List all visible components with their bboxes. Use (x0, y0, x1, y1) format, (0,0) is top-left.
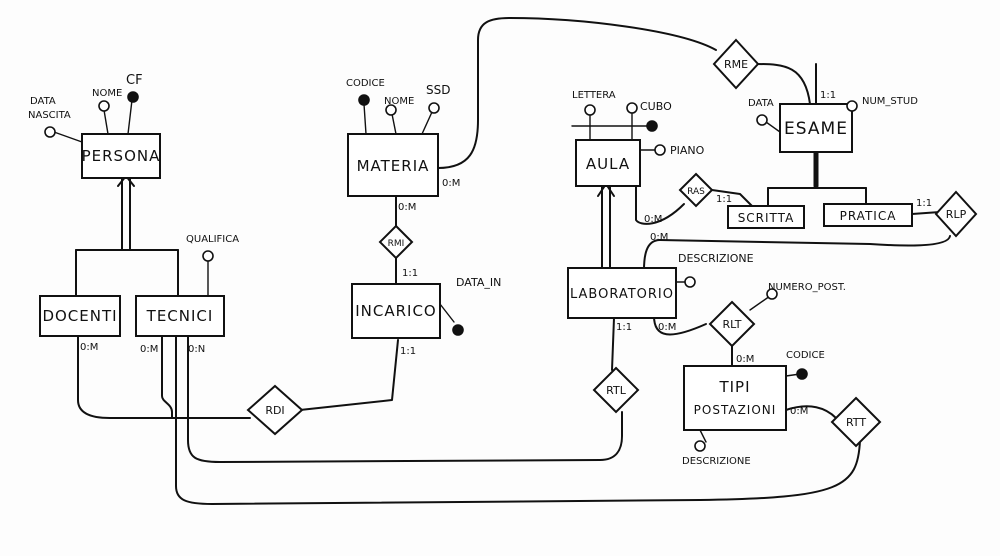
entity-label-scritta: SCRITTA (738, 211, 795, 225)
attribute-label-ssd: SSD (426, 83, 450, 97)
relationship-label-rme: RME (724, 58, 748, 71)
attribute-marker-lab-descrizione (684, 276, 696, 288)
cardinality-tipi-rlt: 0:M (736, 354, 754, 365)
attribute-label-lab-descrizione: DESCRIZIONE (678, 252, 754, 265)
attribute-marker-cubo-stem (626, 102, 638, 114)
attribute-marker-data-in (452, 324, 464, 336)
entity-label-incarico: INCARICO (355, 302, 437, 320)
cardinality-scritta-ras: 1:1 (716, 194, 732, 205)
relationship-rme: RME (712, 38, 760, 90)
relationship-rtl: RTL (592, 366, 640, 414)
attribute-label-materia-codice: CODICE (346, 78, 385, 89)
attribute-label-num-stud: NUM_STUD (862, 96, 918, 107)
attribute-marker-persona-nome (98, 100, 110, 112)
attribute-marker-esame-data (756, 114, 768, 126)
entity-docenti: DOCENTI (39, 295, 121, 337)
attribute-label-esame-data: DATA (748, 98, 774, 109)
attribute-marker-numero-post (766, 288, 778, 300)
entity-pratica: PRATICA (823, 203, 913, 227)
cardinality-labels: 0:M 0:M 0:N 0:M 0:M 1:1 1:1 1:1 0:M 1:1 … (80, 90, 932, 417)
entity-tecnici: TECNICI (135, 295, 225, 337)
entity-label-laboratorio: LABORATORIO (570, 287, 674, 302)
attribute-marker-piano (654, 144, 666, 156)
entity-persona: PERSONA (81, 133, 161, 179)
attribute-marker-materia-codice (358, 94, 370, 106)
cardinality-laboratorio-rtl: 1:1 (616, 322, 632, 333)
attribute-marker-lettera (584, 104, 596, 116)
attribute-marker-tipi-codice (796, 368, 808, 380)
attribute-label-cubo: CUBO (640, 100, 672, 113)
entity-label-docenti: DOCENTI (42, 307, 117, 325)
cardinality-docenti-rdi: 0:M (80, 342, 98, 353)
entity-laboratorio: LABORATORIO (567, 267, 677, 319)
attribute-marker-cf (127, 91, 139, 103)
relationship-label-rlt: RLT (723, 318, 742, 331)
entity-label-persona: PERSONA (82, 147, 161, 165)
entity-aula: AULA (575, 139, 641, 187)
entity-label-materia: MATERIA (357, 157, 430, 175)
entity-label-tipi: TIPI (718, 378, 750, 396)
cardinality-tipi-rtt: 0:M (790, 406, 808, 417)
entity-incarico: INCARICO (351, 283, 441, 339)
cardinality-materia-rme: 0:M (442, 178, 460, 189)
cardinality-tecnici-rtl: 0:N (188, 344, 205, 355)
attribute-label-data: DATA (30, 96, 56, 107)
relationship-ras: RAS (678, 172, 714, 208)
connection-lines (53, 17, 951, 505)
attribute-marker-cubo (646, 120, 658, 132)
relationship-label-rmi: RMI (388, 239, 405, 249)
relationship-rmi: RMI (378, 224, 414, 260)
attribute-marker-materia-nome (385, 104, 397, 116)
relationship-label-rtl: RTL (606, 384, 627, 397)
attribute-label-data-in: DATA_IN (456, 276, 501, 289)
attribute-label-numero-post: NUMERO_POST. (768, 282, 846, 293)
attribute-label-materia-nome: NOME (384, 96, 414, 107)
cardinality-esame-rme: 1:1 (820, 90, 836, 101)
entity-label-tecnici: TECNICI (146, 307, 214, 325)
relationship-rlt: RLT (708, 300, 756, 348)
relationship-rdi: RDI (246, 384, 304, 436)
cardinality-aula-ras: 0:M (644, 214, 662, 225)
relationship-label-rdi: RDI (265, 404, 284, 417)
attribute-marker-ssd (428, 102, 440, 114)
cardinality-materia-rmi: 0:M (398, 202, 416, 213)
entity-scritta: SCRITTA (727, 205, 805, 229)
attribute-markers (44, 91, 858, 452)
attribute-label-persona-nome: NOME (92, 88, 122, 99)
entity-label-postazioni: POSTAZIONI (694, 403, 777, 417)
cardinality-incarico-rmi: 1:1 (402, 268, 418, 279)
attribute-label-piano: PIANO (670, 144, 705, 157)
relationship-label-rlp: RLP (946, 208, 967, 221)
attribute-label-tipi-descrizione: DESCRIZIONE (682, 456, 751, 467)
attribute-marker-data-nascita (44, 126, 56, 138)
entity-label-esame: ESAME (784, 119, 848, 139)
attribute-label-nascita: NASCITA (28, 110, 71, 121)
attribute-label-lettera: LETTERA (572, 90, 616, 101)
cardinality-incarico-rdi: 1:1 (400, 346, 416, 357)
cardinality-laboratorio-rlt: 0:M (658, 322, 676, 333)
cardinality-tecnici-rdi: 0:M (140, 344, 158, 355)
attribute-label-cf: CF (126, 73, 143, 88)
entity-label-pratica: PRATICA (840, 209, 897, 223)
relationship-label-ras: RAS (687, 187, 705, 197)
attribute-marker-tipi-descrizione (694, 440, 706, 452)
entity-materia: MATERIA (347, 133, 439, 197)
relationship-rtt: RTT (830, 396, 882, 448)
attribute-label-tipi-codice: CODICE (786, 350, 825, 361)
cardinality-laboratorio-rlp: 0:M (650, 232, 668, 243)
entity-tipi-postazioni: TIPI POSTAZIONI (683, 365, 787, 431)
relationship-rlp: RLP (934, 190, 978, 238)
attribute-marker-qualifica (202, 250, 214, 262)
relationship-label-rtt: RTT (846, 416, 866, 429)
attribute-label-qualifica: QUALIFICA (186, 234, 239, 245)
entity-esame: ESAME (779, 103, 853, 153)
entity-label-aula: AULA (586, 155, 630, 173)
attribute-marker-num-stud (846, 100, 858, 112)
cardinality-pratica-rlp: 1:1 (916, 198, 932, 209)
attribute-labels: DATA NASCITA NOME CF QUALIFICA CODICE NO… (28, 73, 918, 467)
